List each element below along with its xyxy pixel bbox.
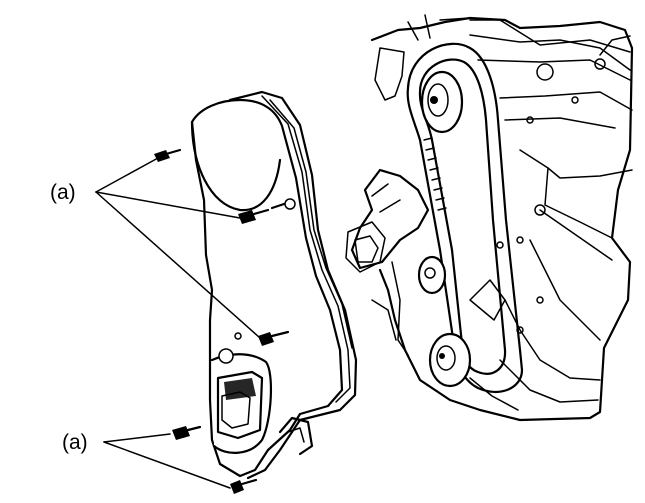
tensioner-pulley [417, 255, 506, 321]
engine-block [345, 14, 634, 422]
crankshaft-pulley [428, 332, 472, 388]
timing-belt [406, 42, 524, 393]
callout-label-lower: (a) [62, 431, 88, 454]
bolt-lower-free [172, 425, 202, 440]
bolt-bottom-free [230, 478, 258, 494]
bolt-cover-upper [238, 198, 296, 224]
timing-belt-cover [190, 90, 358, 480]
callout-leaders [95, 157, 261, 489]
bolt-cover-lower [258, 330, 290, 346]
bolt-upper-free [154, 148, 182, 162]
camshaft-pulley [420, 70, 464, 134]
bolts [154, 148, 296, 494]
callout-label-upper: (a) [50, 181, 76, 204]
